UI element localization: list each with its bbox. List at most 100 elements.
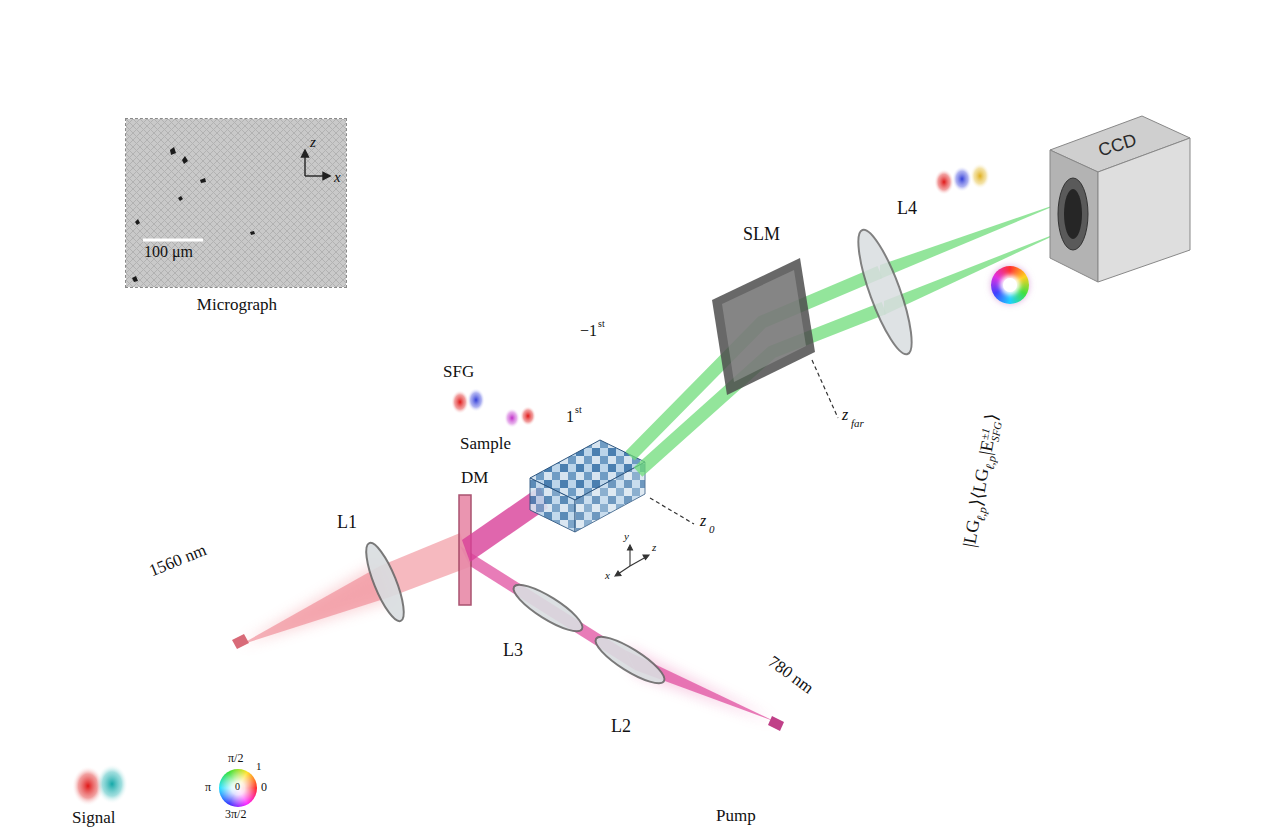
signal-beam bbox=[232, 533, 472, 649]
z0-plane-line bbox=[650, 498, 694, 524]
axis-label: y bbox=[624, 530, 629, 543]
order-superscript: st bbox=[575, 404, 582, 416]
signal-halo bbox=[240, 563, 392, 645]
axis-line bbox=[630, 557, 646, 566]
profile-lobe bbox=[467, 388, 485, 412]
beam-name: Pump bbox=[716, 806, 756, 826]
pump-beam bbox=[460, 546, 784, 731]
component-label: DM bbox=[461, 468, 488, 488]
sample-axes bbox=[615, 545, 649, 576]
amplitude-label: 0 bbox=[235, 781, 240, 793]
detected-profile bbox=[934, 163, 990, 195]
sfg-minus-profile bbox=[451, 388, 485, 414]
amplitude-label: 1 bbox=[256, 760, 262, 773]
lens-l1 bbox=[359, 539, 411, 625]
wavelength-label: 1560 nm bbox=[146, 540, 209, 581]
signal-profile bbox=[72, 764, 128, 806]
formula-subscript: ℓ,p bbox=[973, 506, 989, 522]
donut-core bbox=[1003, 278, 1017, 292]
ccd-camera: CCD bbox=[1042, 108, 1192, 283]
slm-panel bbox=[722, 270, 806, 382]
profile-lobe bbox=[934, 169, 954, 195]
sample-crystal bbox=[530, 440, 645, 532]
sample-front bbox=[530, 478, 575, 532]
camera-aperture bbox=[1064, 189, 1082, 239]
lens-l2 bbox=[590, 629, 670, 690]
lenses bbox=[359, 539, 670, 691]
axis-label: z bbox=[310, 134, 316, 151]
camera-label: CCD bbox=[1096, 130, 1139, 161]
profile-lobe bbox=[451, 390, 469, 414]
defect bbox=[182, 156, 188, 164]
phase-label: π/2 bbox=[228, 752, 243, 766]
defect bbox=[135, 219, 140, 225]
defect bbox=[200, 178, 206, 183]
fiber-tip bbox=[768, 716, 784, 731]
profile-lobe bbox=[504, 408, 520, 428]
order-superscript: st bbox=[598, 318, 605, 330]
axis-arrowhead bbox=[302, 150, 309, 157]
slm-device bbox=[712, 258, 815, 395]
sfg-plus-profile bbox=[504, 406, 536, 428]
camera-side bbox=[1098, 138, 1190, 282]
lens-l4 bbox=[848, 225, 921, 359]
scale-bar bbox=[143, 239, 203, 242]
sfg-focus bbox=[884, 229, 1068, 315]
beam-label: SFG bbox=[443, 362, 474, 382]
plane-label: z bbox=[700, 512, 706, 530]
sample-side bbox=[575, 462, 645, 532]
phase-label: π bbox=[205, 781, 211, 795]
plane-subscript: far bbox=[851, 417, 864, 430]
defect bbox=[170, 147, 176, 155]
camera-front bbox=[1050, 150, 1098, 282]
axis-arrowhead bbox=[323, 173, 330, 180]
formula-subscript: ℓ,p bbox=[982, 455, 998, 471]
component-label: L1 bbox=[337, 512, 357, 533]
plane-label: z bbox=[842, 406, 848, 424]
axis-label: z bbox=[652, 541, 656, 554]
micrograph-defects bbox=[132, 147, 255, 282]
profile-lobe bbox=[96, 764, 128, 804]
axis-arrowhead bbox=[643, 555, 649, 560]
order-label: 1 bbox=[566, 408, 574, 426]
axis-label: x bbox=[334, 169, 341, 186]
phase-label: 0 bbox=[261, 781, 267, 795]
profile-lobe bbox=[952, 166, 972, 192]
profile-lobe bbox=[970, 163, 990, 189]
zfar-plane-line bbox=[812, 360, 838, 418]
scale-label: 100 μm bbox=[144, 243, 193, 261]
formula-stack: ±1SFG bbox=[979, 419, 1004, 443]
order-label: −1 bbox=[580, 322, 597, 340]
component-label: SLM bbox=[743, 224, 780, 245]
axis-arrowhead bbox=[615, 571, 621, 576]
formula-part: ⟩ bbox=[981, 412, 1002, 422]
axis-label: x bbox=[605, 569, 610, 582]
axis-arrowhead bbox=[628, 545, 633, 550]
sfg-beams bbox=[630, 201, 1068, 472]
donut-profile bbox=[991, 266, 1029, 304]
component-label: L3 bbox=[503, 640, 523, 661]
ccd-camera-body bbox=[1050, 116, 1190, 282]
profile-lobe bbox=[520, 406, 536, 426]
axis-line bbox=[629, 548, 630, 566]
fiber-tip bbox=[232, 634, 249, 649]
plane-subscript: 0 bbox=[709, 523, 715, 536]
lens-l3 bbox=[508, 577, 588, 638]
defect bbox=[132, 276, 138, 282]
projection-formula: |LGℓ,p⟩⟨LGℓ,p|E±1SFG⟩ bbox=[958, 412, 1007, 550]
inset-caption: Micrograph bbox=[126, 295, 348, 315]
formula-part: ⟩⟨LG bbox=[966, 467, 992, 508]
defect bbox=[178, 196, 183, 201]
component-label: Sample bbox=[460, 434, 511, 454]
component-label: L4 bbox=[897, 198, 917, 219]
beam-name: Signal bbox=[72, 808, 115, 828]
micrograph-texture bbox=[126, 119, 346, 287]
signal-cone bbox=[240, 566, 390, 645]
component-label: L2 bbox=[611, 716, 631, 737]
formula-subscript: SFG bbox=[989, 421, 1003, 443]
camera-mount bbox=[1058, 178, 1088, 250]
defect bbox=[250, 231, 255, 235]
phase-label: 3π/2 bbox=[225, 808, 246, 822]
